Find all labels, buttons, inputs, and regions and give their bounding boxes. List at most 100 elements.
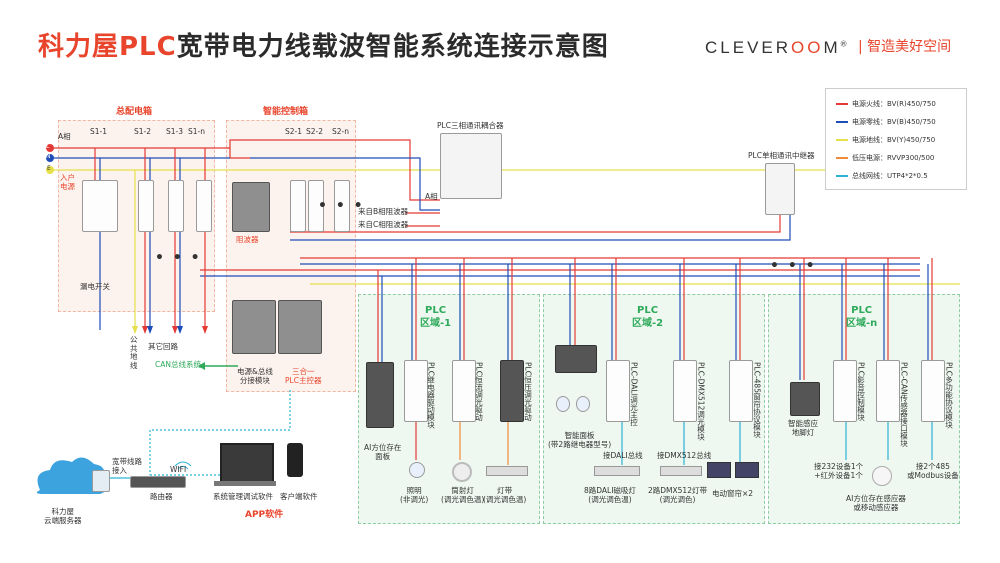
breaker-device-s2-n (334, 180, 350, 232)
ellipsis-3: • • • (770, 258, 817, 274)
zonen-module3-label: PLC多功能协议模块 (944, 362, 954, 429)
legend: 电源火线：BV(R)450/750 电源零线：BV(B)450/750 电源地线… (825, 88, 967, 190)
brand-logo: CLEVEROOM® (705, 38, 850, 58)
breaker-s2-n: S2-n (332, 127, 349, 136)
coupler-label: PLC三相通讯耦合器 (437, 121, 504, 130)
plc-master-controller-device (278, 300, 322, 354)
breaker-device-s2-1 (290, 180, 306, 232)
router-label: 路由器 (150, 492, 173, 501)
legend-item-bus: 总线网线：UTP4*2*0.5 (836, 171, 928, 181)
legend-label: 总线网线：UTP4*2*0.5 (852, 172, 928, 180)
zonen-multi-device (921, 360, 945, 422)
coupler-device (440, 133, 502, 199)
zonen-sensor-label: 智能感应 地脚灯 (788, 419, 818, 437)
curtain-motor-icon (707, 462, 731, 478)
zone1-light2-label: 筒射灯 (调光调色温) (441, 486, 485, 504)
legend-swatch (836, 175, 848, 177)
sys-software-label: 系统管理调试软件 (213, 492, 273, 501)
zone2-dali-bus-label: 接DALI总线 (603, 451, 643, 460)
other-circuits-label: 其它回路 (148, 342, 178, 351)
coupler-a-phase: A相 (425, 192, 438, 201)
brand-text-3: M (823, 38, 841, 57)
legend-swatch (836, 103, 848, 105)
breaker-s1-2: S1-2 (134, 127, 152, 136)
downlight-icon (452, 462, 472, 482)
zone1-relay-module-device (404, 360, 428, 422)
dmx-strip-icon (660, 466, 702, 476)
legend-item-neutral: 电源零线：BV(B)450/750 (836, 117, 936, 127)
three-in-one-label: 三合一 PLC主控器 (285, 367, 322, 385)
dali-light-icon (594, 466, 640, 476)
legend-item-live: 电源火线：BV(R)450/750 (836, 99, 936, 109)
n-label: N (46, 153, 51, 160)
incoming-power-label: 入户 电源 (60, 173, 75, 191)
from-c-label: 来自C相阻波器 (358, 220, 409, 229)
app-software-label: APP软件 (245, 510, 284, 520)
laptop-screen-icon (220, 443, 274, 483)
breaker-s1-n: S1-n (188, 127, 205, 136)
zone2-module2-label: PLC-DMX512调光模块 (696, 362, 706, 441)
zone2-module1-label: PLC-DALI调光主控 (629, 362, 639, 426)
zone2-dmx-device (673, 360, 697, 422)
legend-item-earth: 电源地线：BV(Y)450/750 (836, 135, 935, 145)
public-ground-label: 公 共 地 线 (130, 335, 138, 370)
leakage-switch-label: 漏电开关 (80, 282, 110, 291)
legend-item-lowvolt: 低压电源：RVVP300/500 (836, 153, 934, 163)
zone1-light1-label: 照明 (非调光) (400, 486, 429, 504)
zone2-panel-label: 智能面板 (带2路继电器型号) (548, 431, 612, 449)
zonen-av-device (833, 360, 857, 422)
from-b-label: 来自B相阻波器 (358, 207, 409, 216)
ellipsis-2: • • • (318, 198, 365, 214)
wave-filter-device (232, 182, 270, 232)
broadband-label: 宽带线路 接入 (112, 457, 142, 475)
repeater-device (765, 163, 795, 215)
zonen-module1-label: PLC影音控制模块 (856, 362, 866, 421)
bulb-icon (556, 396, 570, 412)
client-software-label: 客户端软件 (280, 492, 318, 501)
zone1-light3-label: 灯带 (调光调色温) (483, 486, 527, 504)
control-box-title: 智能控制箱 (263, 107, 309, 117)
title-brand-part: 科力屋PLC (38, 32, 177, 62)
modem-icon (92, 470, 110, 492)
zone2-485-device (729, 360, 753, 422)
zone1-module2-label: PLC恒流调光驱动 (474, 362, 484, 421)
zonen-ai-sensor-label: AI方位存在感应器 或移动感应器 (846, 494, 906, 512)
l-label: L (46, 143, 50, 150)
zone2-light1-label: 8路DALI磁吸灯 (调光调色温) (584, 486, 636, 504)
legend-swatch (836, 139, 848, 141)
sensor-floor-light-device (790, 382, 820, 416)
cloud-server-label: 科力屋 云端服务器 (44, 507, 82, 525)
legend-swatch (836, 157, 848, 159)
a-phase-label: A相 (58, 132, 71, 141)
brand-text-2: OO (791, 38, 824, 57)
zone-2-title: PLC 区域-2 (632, 305, 664, 329)
breaker-s1-3: S1-3 (166, 127, 184, 136)
brand-reg-mark: ® (840, 39, 850, 49)
router-icon (130, 476, 186, 488)
phone-icon (287, 443, 303, 477)
breaker-s1-1: S1-1 (90, 127, 108, 136)
ai-sensor-icon (872, 466, 892, 486)
legend-label: 低压电源：RVVP300/500 (852, 154, 935, 162)
leakage-breaker (82, 180, 118, 232)
title-main-part: 宽带电力线载波智能系统连接示意图 (176, 32, 609, 62)
zone2-module3-label: PLC-485窗帘协议模块 (752, 362, 762, 438)
zonen-can-device (876, 360, 900, 422)
power-bus-module-label: 电源&总线 分接模块 (237, 367, 273, 385)
zonen-note1-label: 接232设备1个 +红外设备1个 (814, 462, 864, 480)
zone1-panel-label: AI方位存在 面板 (364, 443, 402, 461)
line-bus-live (290, 212, 781, 233)
zone1-module1-label: PLC继电器驱动模块 (426, 362, 436, 429)
breaker-s2-1: S2-1 (285, 127, 303, 136)
legend-label: 电源零线：BV(B)450/750 (852, 118, 936, 126)
legend-swatch (836, 121, 848, 123)
ellipsis-1: • • • (155, 250, 202, 266)
page-title: 科力屋PLC宽带电力线载波智能系统连接示意图 (38, 26, 609, 63)
brand-slogan: | 智造美好空间 (858, 39, 952, 55)
main-box-title: 总配电箱 (116, 107, 153, 117)
power-bus-module-device (232, 300, 276, 354)
zone1-cv-dimmer-device (500, 360, 524, 422)
zone2-dali-device (606, 360, 630, 422)
zone1-module3-label: PLC恒压调光驱动 (523, 362, 533, 421)
